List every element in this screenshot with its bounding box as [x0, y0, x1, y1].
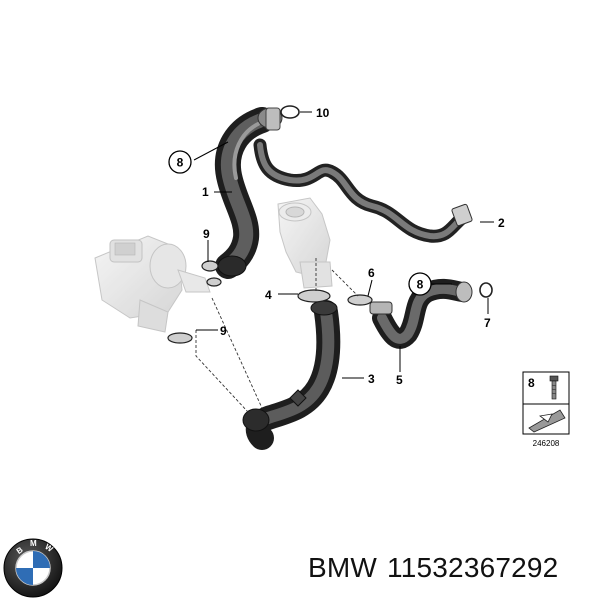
- direction-arrow-icon: [528, 409, 566, 433]
- callout-9-lower: 9: [220, 324, 227, 338]
- clamps: [167, 105, 493, 344]
- callout-5: 5: [396, 373, 403, 387]
- caption-brand: BMW: [308, 552, 378, 583]
- svg-text:W: W: [43, 542, 55, 554]
- callout-6: 6: [368, 266, 375, 280]
- callout-8-right: 8: [417, 278, 424, 292]
- hose-1: [214, 107, 283, 279]
- callout-8-circle-top: [168, 150, 192, 174]
- hose-5: [369, 278, 473, 349]
- caption: BMW 11532367292: [308, 552, 568, 584]
- callout-8-top: 8: [177, 156, 184, 170]
- hose-3: [242, 300, 341, 450]
- screw-icon: [549, 375, 559, 400]
- bmw-roundel-icon: B M W: [3, 538, 63, 598]
- callout-4: 4: [265, 288, 272, 302]
- caption-part-number: 11532367292: [387, 552, 559, 583]
- thermostat-housing: [277, 197, 333, 289]
- callout-10: 10: [316, 106, 330, 120]
- reference-box-number: 8: [528, 376, 535, 390]
- drawing-id: 246208: [533, 439, 560, 448]
- callout-7: 7: [484, 316, 491, 330]
- water-pump: [94, 235, 211, 333]
- svg-text:B: B: [15, 545, 25, 556]
- callout-1: 1: [202, 185, 209, 199]
- callout-8-circle-right: [408, 272, 432, 296]
- callout-9-upper: 9: [203, 227, 210, 241]
- hose-2: [253, 138, 473, 243]
- guide-lines: [195, 258, 359, 413]
- reference-box: 8 246208: [522, 371, 570, 448]
- svg-text:M: M: [30, 539, 37, 548]
- leader-lines: [193, 111, 494, 379]
- callout-2: 2: [498, 216, 505, 230]
- callout-3: 3: [368, 372, 375, 386]
